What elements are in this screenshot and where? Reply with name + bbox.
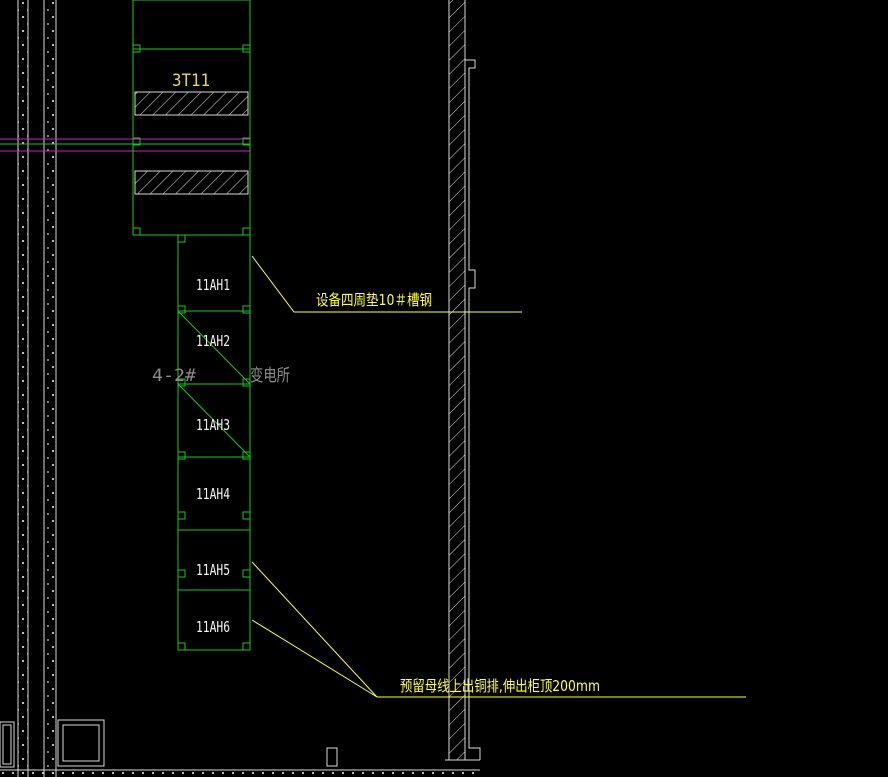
cabinet-11ah4[interactable]: 11AH4 — [196, 485, 230, 503]
busbar-callout: 预留母线上出铜排,伸出柜顶200mm — [251, 561, 746, 698]
cabinet-label-11ah1: 11AH1 — [196, 276, 230, 294]
transformer-3t11[interactable]: 3T11 — [132, 0, 251, 236]
bus-lines — [0, 138, 250, 152]
cabinet-label-11ah6: 11AH6 — [196, 618, 230, 636]
channel-steel-callout: 设备四周垫10＃槽钢 — [251, 255, 522, 313]
channel-steel-annotation: 设备四周垫10＃槽钢 — [316, 291, 432, 309]
transformer-label: 3T11 — [172, 71, 210, 91]
cabinet-11ah6[interactable]: 11AH6 — [196, 618, 230, 636]
cabinet-label-11ah4: 11AH4 — [196, 485, 230, 503]
cabinet-11ah3[interactable]: 11AH3 — [196, 416, 230, 434]
left-concrete-wall — [17, 0, 57, 777]
right-hatched-wall — [445, 0, 481, 761]
room-label-number: 4-2# — [152, 366, 197, 386]
bottom-structures — [0, 719, 480, 777]
cabinet-label-11ah3: 11AH3 — [196, 416, 230, 434]
cabinet-label-11ah2: 11AH2 — [196, 332, 230, 350]
room-label-name: 变电所 — [250, 366, 290, 386]
cabinet-11ah1[interactable]: 11AH1 — [196, 276, 230, 294]
cabinet-label-11ah5: 11AH5 — [196, 561, 230, 579]
switchgear-cabinets — [177, 234, 251, 651]
busbar-annotation: 预留母线上出铜排,伸出柜顶200mm — [400, 677, 600, 695]
cabinet-11ah5[interactable]: 11AH5 — [196, 561, 230, 579]
cabinet-11ah2[interactable]: 11AH2 — [196, 332, 230, 350]
